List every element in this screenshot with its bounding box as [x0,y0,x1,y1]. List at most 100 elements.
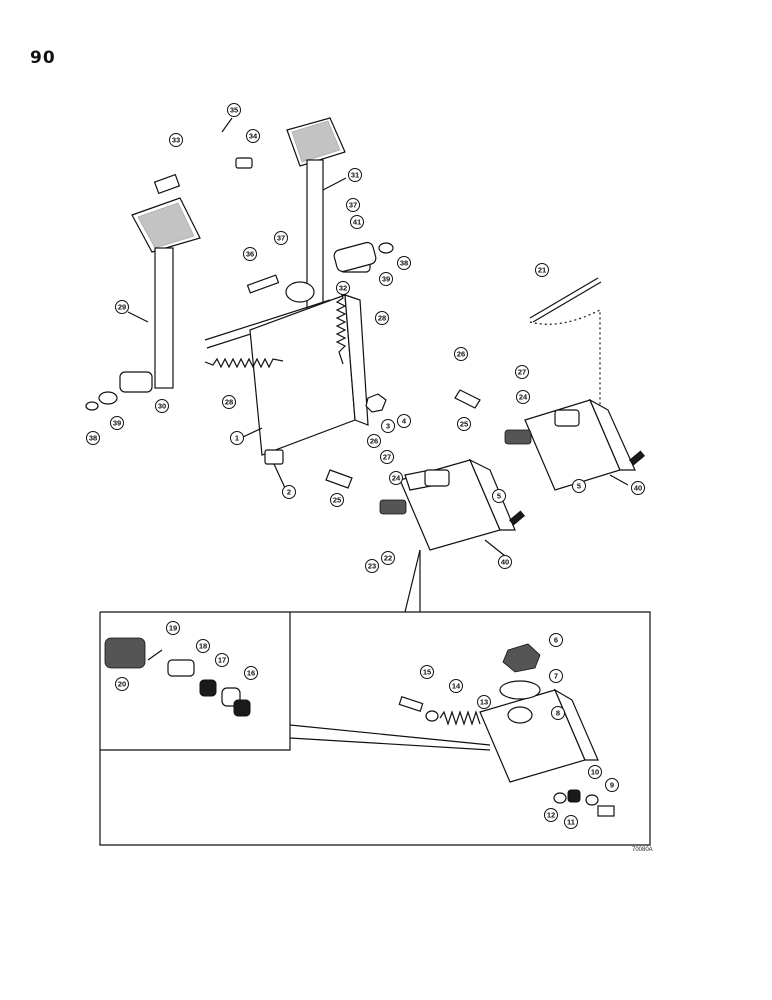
exploded-view-frame [99,611,651,846]
callout-36: 36 [243,247,257,261]
callout-11: 11 [564,815,578,829]
callout-22: 22 [381,551,395,565]
svg-text:40: 40 [501,558,509,567]
svg-text:5: 5 [497,492,501,501]
callout-2: 2 [282,485,296,499]
svg-text:23: 23 [368,562,376,571]
bushing-30 [119,371,153,393]
svg-text:41: 41 [353,218,361,227]
svg-text:39: 39 [382,275,390,284]
svg-text:36: 36 [246,250,254,259]
callout-16: 16 [244,666,258,680]
svg-text:5: 5 [577,482,581,491]
boot-20 [104,637,146,669]
callout-40a: 40 [498,555,512,569]
callout-39a: 39 [379,272,393,286]
piston-18 [167,659,195,677]
callout-38b: 38 [86,431,100,445]
callout-25b: 25 [457,417,471,431]
rod-21 [529,277,599,319]
callout-27a: 27 [380,450,394,464]
svg-text:21: 21 [538,266,546,275]
right-pedal-pad [286,117,346,167]
svg-text:15: 15 [423,668,431,677]
svg-text:24: 24 [519,393,528,402]
svg-text:34: 34 [249,132,258,141]
master-cylinder-rear [504,398,645,491]
svg-text:28: 28 [378,314,386,323]
callout-27b: 27 [515,365,529,379]
callout-5b: 5 [572,479,586,493]
callout-41: 41 [350,215,364,229]
callout-33: 33 [169,133,183,147]
svg-text:39: 39 [113,419,121,428]
return-spring-upper [335,289,347,365]
callout-12: 12 [544,808,558,822]
callout-18: 18 [196,639,210,653]
svg-text:35: 35 [230,106,238,115]
callout-26b: 26 [454,347,468,361]
pedal-assembly-drawing [85,117,394,489]
svg-text:20: 20 [118,680,126,689]
svg-text:3: 3 [386,422,390,431]
callout-34: 34 [246,129,260,143]
callout-30: 30 [155,399,169,413]
callout-35: 35 [221,103,241,133]
svg-text:26: 26 [457,350,465,359]
exploded-parts [104,637,615,817]
svg-text:24: 24 [392,474,401,483]
bolt-34 [235,157,253,169]
callout-25a: 25 [330,493,344,507]
callouts: 35 34 33 31 37 41 38 39 32 37 36 28 29 3… [86,103,645,829]
page-number: 90 [30,48,56,68]
callout-3: 3 [381,419,395,433]
svg-text:11: 11 [567,818,575,827]
svg-text:40: 40 [634,484,642,493]
callout-14: 14 [449,679,463,693]
callout-40b: 40 [631,481,645,495]
svg-text:17: 17 [218,656,226,665]
callout-26a: 26 [367,434,381,448]
ring-38 [85,401,99,411]
svg-text:16: 16 [247,669,255,678]
svg-text:38: 38 [400,259,408,268]
svg-text:9: 9 [610,781,614,790]
callout-9: 9 [605,778,619,792]
callout-24b: 24 [516,390,530,404]
svg-text:27: 27 [383,453,391,462]
svg-text:29: 29 [118,303,126,312]
callout-31: 31 [322,168,362,191]
svg-text:37: 37 [277,234,285,243]
callout-1: 1 [230,427,263,445]
svg-text:33: 33 [172,136,180,145]
svg-text:6: 6 [554,636,558,645]
callout-38a: 38 [397,256,411,270]
svg-text:32: 32 [339,284,347,293]
callout-21: 21 [535,263,549,277]
svg-text:38: 38 [89,434,97,443]
svg-text:26: 26 [370,437,378,446]
svg-text:1: 1 [235,434,239,443]
svg-text:37: 37 [349,201,357,210]
callout-23: 23 [365,559,379,573]
svg-text:25: 25 [460,420,468,429]
pin-33 [153,173,181,195]
svg-text:13: 13 [480,698,488,707]
callout-5a: 5 [492,489,506,503]
cap-6 [502,643,541,673]
callout-17: 17 [215,653,229,667]
callout-19: 19 [166,621,180,635]
svg-text:22: 22 [384,554,392,563]
gasket-7 [499,680,541,700]
svg-text:10: 10 [591,768,599,777]
figure-code: 70080A [632,847,653,853]
callout-20: 20 [115,677,129,691]
svg-text:7: 7 [554,672,558,681]
washer-14 [425,710,439,722]
svg-text:4: 4 [402,417,407,426]
spring-13 [439,710,481,726]
callout-29: 29 [115,300,149,323]
svg-text:27: 27 [518,368,526,377]
svg-text:14: 14 [452,682,461,691]
